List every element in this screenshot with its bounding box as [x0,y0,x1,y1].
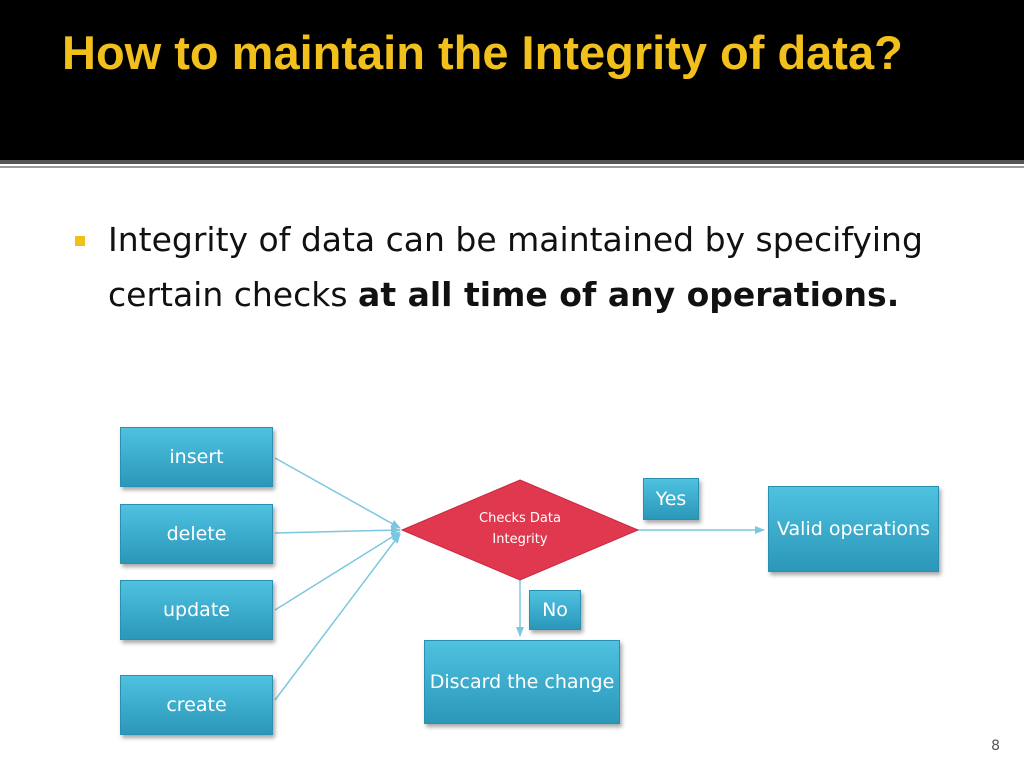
page-number: 8 [991,738,1000,754]
connector-insert [274,457,401,529]
connector-delete [274,526,401,535]
decision-label: Checks Data Integrity [479,511,561,547]
title-divider-thin [0,166,1024,168]
bullet-text-plain: Integrity of data can be maintained by s… [108,220,923,314]
no-label-box: No [529,590,581,630]
connector-create [274,533,401,701]
bullet-square-icon [75,236,85,246]
op-update-box: update [120,580,273,640]
discard-change-box: Discard the change [424,640,620,724]
title-divider [0,160,1024,164]
yes-label-box: Yes [643,478,699,520]
op-insert-box: insert [120,427,273,487]
valid-operations-box: Valid operations [768,486,939,572]
slide-title: How to maintain the Integrity of data? [62,26,903,79]
bullet-text: Integrity of data can be maintained by s… [108,212,968,322]
op-create-box: create [120,675,273,735]
connector-update [274,531,401,611]
decision-diamond [400,479,640,581]
op-delete-box: delete [120,504,273,564]
title-bar: How to maintain the Integrity of data? [0,0,1024,160]
bullet-text-bold: at all time of any operations. [358,275,900,314]
